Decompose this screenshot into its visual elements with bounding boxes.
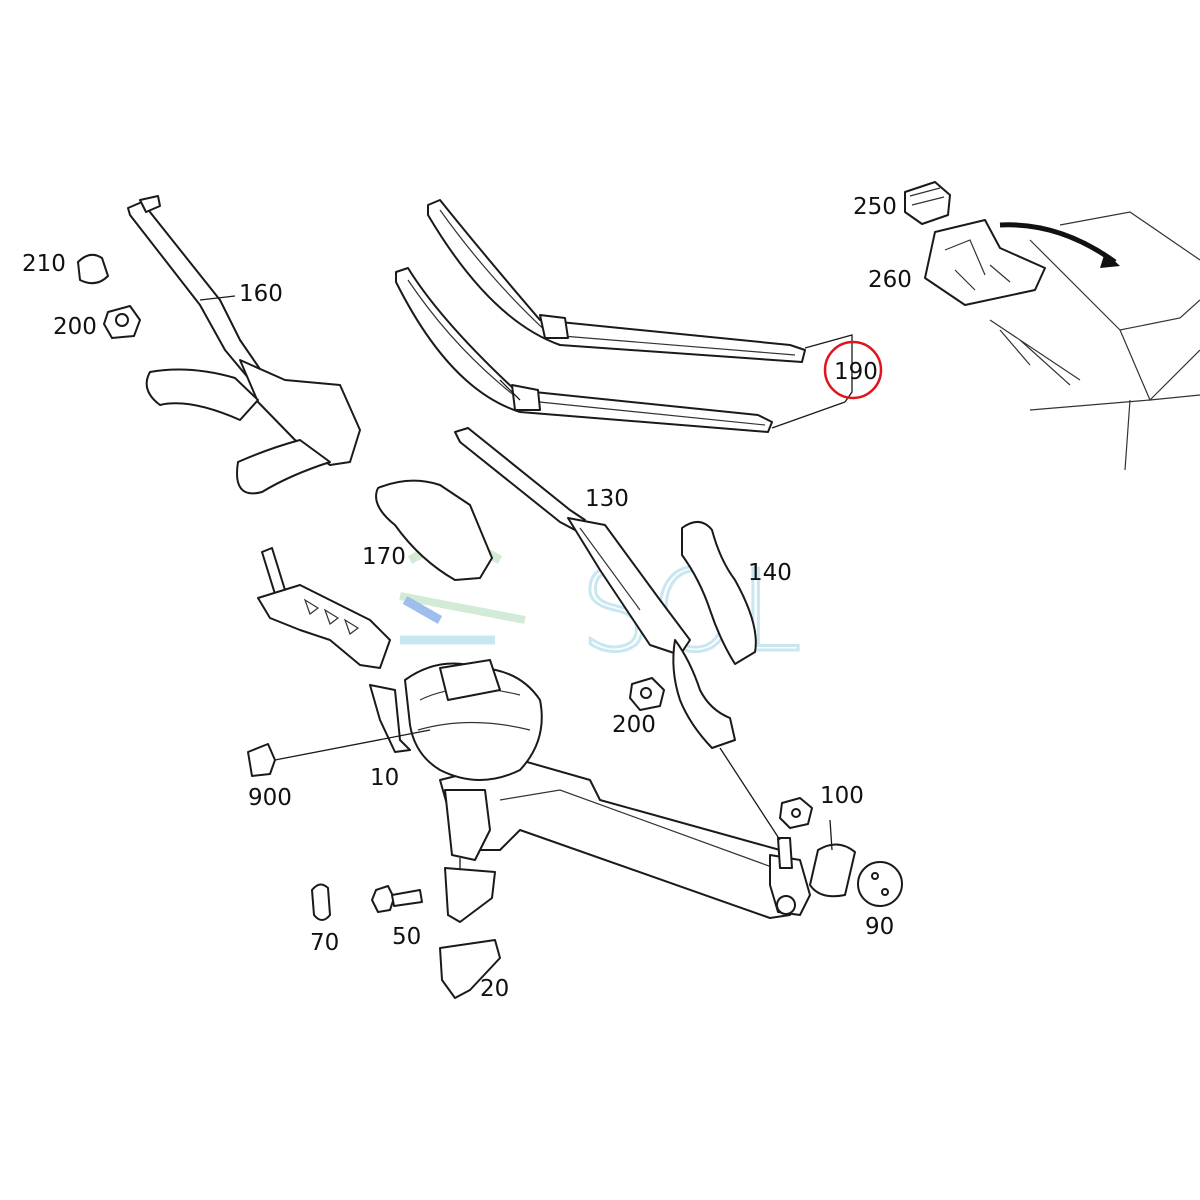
callout-140: 140 bbox=[748, 560, 792, 586]
callout-200-lower: 200 bbox=[612, 712, 656, 738]
part-190-wiper-blades bbox=[395, 199, 853, 433]
part-260-sensor-cover bbox=[924, 219, 1046, 306]
callout-190: 190 bbox=[834, 359, 878, 385]
part-130-wiper-arm-passenger bbox=[454, 427, 691, 656]
callout-50: 50 bbox=[392, 924, 421, 950]
part-100-nut bbox=[779, 797, 856, 898]
part-170-cover bbox=[375, 479, 493, 581]
callout-labels: 210 200 160 190 250 260 170 130 140 200 … bbox=[22, 194, 912, 1002]
callout-260: 260 bbox=[868, 267, 912, 293]
windshield-outline bbox=[989, 211, 1200, 471]
part-50-bolt bbox=[371, 885, 423, 913]
part-70-grommet bbox=[311, 883, 331, 921]
part-90-bearing bbox=[857, 861, 903, 907]
arrow-head-icon bbox=[1100, 252, 1120, 268]
callout-170: 170 bbox=[362, 544, 406, 570]
part-200-nut-upper bbox=[103, 305, 141, 339]
callout-20: 20 bbox=[480, 976, 509, 1002]
callout-190-highlight-ring bbox=[823, 340, 883, 400]
part-900-clip bbox=[247, 729, 431, 777]
part-20-bracket bbox=[439, 867, 501, 999]
fitment-arrow bbox=[999, 222, 1117, 265]
callout-210: 210 bbox=[22, 251, 66, 277]
leader-lines bbox=[199, 295, 833, 870]
linkage-frame bbox=[257, 547, 811, 919]
part-210-cap bbox=[77, 253, 109, 285]
callout-250: 250 bbox=[853, 194, 897, 220]
part-250-rain-sensor bbox=[904, 181, 951, 225]
callout-90: 90 bbox=[865, 914, 894, 940]
callout-70: 70 bbox=[310, 930, 339, 956]
callout-160: 160 bbox=[239, 281, 283, 307]
callout-130: 130 bbox=[585, 486, 629, 512]
callout-100: 100 bbox=[820, 783, 864, 809]
part-10-wiper-motor bbox=[404, 659, 543, 861]
part-160-wiper-arm-driver bbox=[127, 195, 361, 495]
part-140-hose bbox=[672, 521, 757, 749]
callout-900: 900 bbox=[248, 785, 292, 811]
callout-200-upper: 200 bbox=[53, 314, 97, 340]
callout-10: 10 bbox=[370, 765, 399, 791]
part-200-nut-lower bbox=[629, 677, 665, 711]
